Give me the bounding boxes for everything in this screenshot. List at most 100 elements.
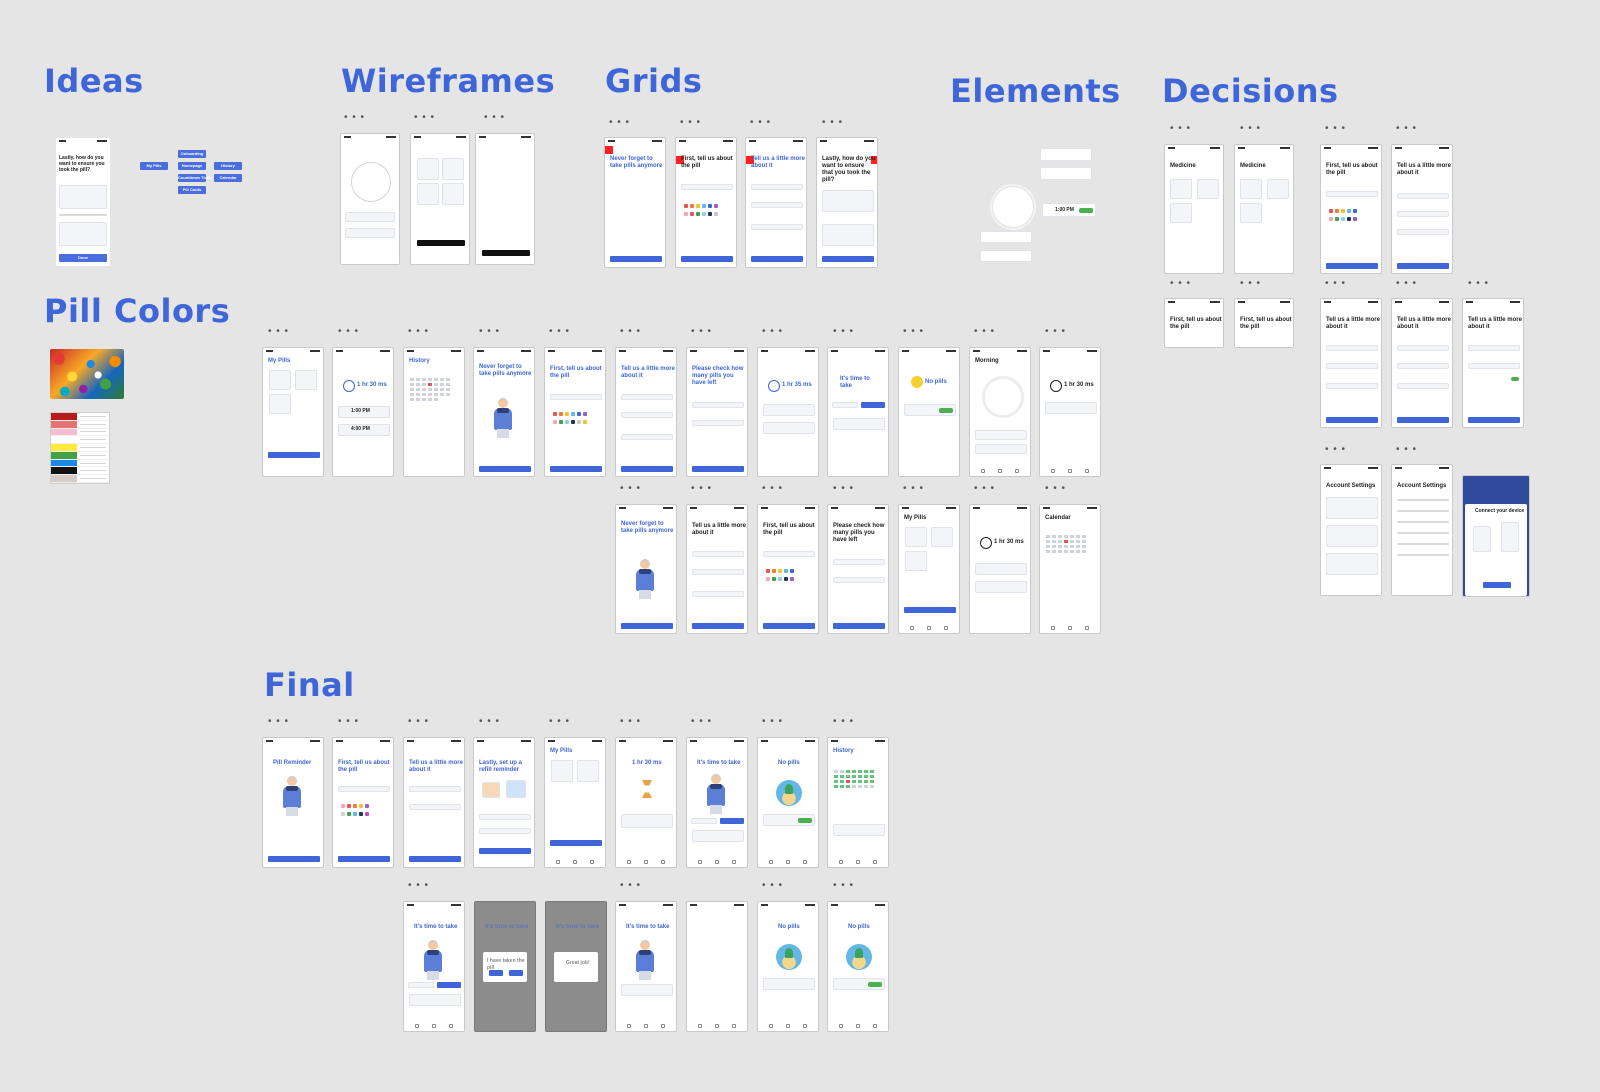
wireframe-button[interactable] — [417, 240, 465, 246]
color-swatches[interactable] — [341, 812, 369, 816]
frame-menu[interactable]: • • • — [762, 326, 784, 337]
screen-check-2[interactable]: Please check how many pills you have lef… — [827, 504, 889, 634]
bottom-nav[interactable] — [1044, 469, 1096, 473]
time-input[interactable] — [692, 551, 744, 557]
pill-card[interactable] — [269, 394, 291, 414]
dialog-yes-button[interactable] — [509, 970, 523, 976]
frame-menu[interactable]: • • • — [903, 326, 925, 337]
done-button[interactable] — [822, 256, 874, 262]
final-screen-more[interactable]: Tell us a little more about it — [403, 737, 465, 868]
continue-button[interactable] — [409, 856, 461, 862]
frame-menu[interactable]: • • • — [408, 880, 430, 891]
continue-button[interactable] — [692, 623, 744, 629]
final-screen-no-pills[interactable]: No pills — [757, 737, 819, 868]
frame-menu[interactable]: • • • — [549, 716, 571, 727]
dose-input[interactable] — [621, 412, 673, 418]
final-screen-blank[interactable] — [686, 901, 748, 1032]
frame-menu[interactable]: • • • — [1170, 278, 1192, 289]
frame-menu[interactable]: • • • — [620, 326, 642, 337]
screen-first-2[interactable]: First, tell us about the pill — [757, 504, 819, 634]
continue-button[interactable] — [550, 466, 602, 472]
dose-card[interactable] — [763, 814, 815, 826]
pill-name-input[interactable] — [338, 786, 390, 792]
continue-button[interactable] — [1468, 417, 1520, 423]
idea-screen[interactable]: Lastly, how do you want to ensure you to… — [56, 138, 110, 266]
grid-screen-1[interactable]: Never forget to take pills anymore — [604, 137, 666, 268]
frame-menu[interactable]: • • • — [680, 117, 702, 128]
final-screen-taken-dialog[interactable]: It's time to take I have taken the pill — [474, 901, 536, 1032]
decision-screen-medicine-1[interactable]: Medicine — [1164, 144, 1224, 274]
dose-card[interactable] — [1045, 402, 1097, 414]
color-swatches[interactable] — [1329, 209, 1357, 213]
color-swatches[interactable] — [553, 412, 587, 416]
screen-first[interactable]: First, tell us about the pill — [544, 347, 606, 477]
frame-menu[interactable]: • • • — [414, 112, 436, 123]
food-input[interactable] — [1397, 383, 1449, 389]
grid-screen-4[interactable]: Lastly, how do you want to ensure that y… — [816, 137, 878, 268]
bottom-nav[interactable] — [691, 1024, 743, 1028]
wireframe-screen-1[interactable] — [340, 133, 400, 265]
screen-my-pills-2[interactable]: My Pills — [898, 504, 960, 634]
settings-card[interactable] — [1326, 553, 1378, 575]
frame-menu[interactable]: • • • — [691, 716, 713, 727]
settings-card[interactable] — [1326, 525, 1378, 547]
color-swatches[interactable] — [684, 212, 718, 216]
wireframe-screen-2[interactable] — [410, 133, 470, 265]
bottom-nav[interactable] — [832, 860, 884, 864]
dialog-no-button[interactable] — [489, 970, 503, 976]
color-swatches[interactable] — [341, 804, 369, 808]
grid-screen-2[interactable]: First, tell us about the pill — [675, 137, 737, 268]
frame-menu[interactable]: • • • — [338, 326, 360, 337]
pills-left-input[interactable] — [692, 402, 744, 408]
dose-input[interactable] — [1468, 363, 1520, 369]
dose-card[interactable] — [975, 444, 1027, 454]
pill-card[interactable] — [295, 370, 317, 390]
dose-input[interactable] — [1397, 363, 1449, 369]
frame-menu[interactable]: • • • — [1396, 123, 1418, 134]
screen-onboarding[interactable]: Never forget to take pills anymore — [473, 347, 535, 477]
dose-card[interactable] — [833, 418, 885, 430]
dose-card[interactable] — [975, 563, 1027, 575]
decision-screen-more-b[interactable]: Tell us a little more about it — [1320, 298, 1382, 428]
color-swatches[interactable] — [766, 569, 794, 573]
frame-menu[interactable]: • • • — [833, 716, 855, 727]
pill-name-input[interactable] — [681, 184, 733, 190]
time-input[interactable] — [751, 184, 803, 190]
dose-card[interactable] — [409, 994, 461, 1006]
pill-card[interactable] — [1197, 179, 1219, 199]
frame-menu[interactable]: • • • — [479, 716, 501, 727]
frame-menu[interactable]: • • • — [1468, 278, 1490, 289]
connect-button[interactable] — [1483, 582, 1511, 588]
pills-count-input[interactable] — [479, 814, 531, 820]
food-input[interactable] — [1326, 383, 1378, 389]
decision-screen-first-b[interactable]: First, tell us about the pill — [1234, 298, 1294, 348]
screen-timer[interactable]: 1 hr 30 ms 1:00 PM 4:00 PM — [332, 347, 394, 477]
frame-menu[interactable]: • • • — [1240, 123, 1262, 134]
bottom-nav[interactable] — [832, 1024, 884, 1028]
pill-card[interactable] — [1240, 203, 1262, 223]
grid-screen-3[interactable]: Tell us a little more about it — [745, 137, 807, 268]
pill-card[interactable] — [1240, 179, 1262, 199]
decision-screen-medicine-2[interactable]: Medicine — [1234, 144, 1294, 274]
frame-menu[interactable]: • • • — [762, 716, 784, 727]
decision-screen-more[interactable]: Tell us a little more about it — [1391, 144, 1453, 274]
settings-card[interactable] — [1326, 497, 1378, 519]
dose-card[interactable] — [975, 430, 1027, 440]
continue-button[interactable] — [692, 466, 744, 472]
continue-button[interactable] — [479, 848, 531, 854]
screen-history[interactable]: History — [403, 347, 465, 477]
add-medicine-button[interactable] — [904, 607, 956, 613]
food-input[interactable] — [621, 434, 673, 440]
food-input[interactable] — [1397, 229, 1449, 235]
frame-menu[interactable]: • • • — [762, 880, 784, 891]
dose-card[interactable]: 4:00 PM — [338, 424, 390, 436]
dose-card[interactable] — [692, 830, 744, 842]
final-screen-refill[interactable]: Lastly, set up a refill reminder — [473, 737, 535, 868]
pill-card[interactable] — [1267, 179, 1289, 199]
get-started-button[interactable] — [479, 466, 531, 472]
frame-menu[interactable]: • • • — [691, 483, 713, 494]
final-screen-first[interactable]: First, tell us about the pill — [332, 737, 394, 868]
remind-later-button[interactable] — [408, 982, 434, 988]
dose-card[interactable] — [833, 824, 885, 836]
dose-card[interactable] — [904, 404, 956, 416]
